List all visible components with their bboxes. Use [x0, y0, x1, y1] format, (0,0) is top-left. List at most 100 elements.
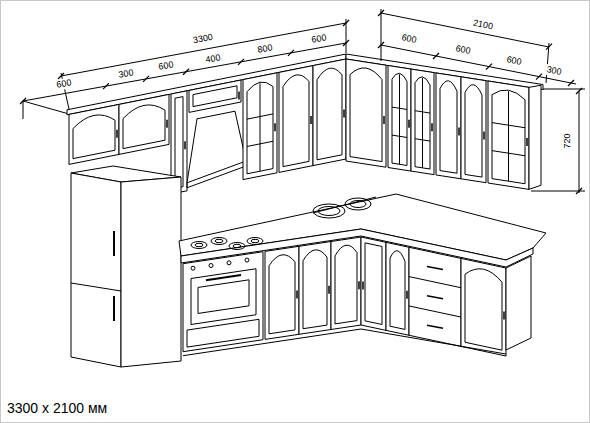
cabinet-door: [119, 94, 169, 154]
cabinet-door: [265, 246, 299, 339]
door-handle: [328, 286, 330, 294]
door-handle: [503, 312, 505, 320]
dimension-label: 600: [453, 43, 474, 57]
cabinet-door: [299, 242, 331, 335]
cabinet-door: [411, 69, 434, 175]
dimension-label: 2100: [470, 17, 496, 32]
drawer-handle: [427, 325, 443, 328]
range-hood: [187, 166, 246, 188]
cabinet-side: [529, 85, 541, 189]
door-panel: [390, 251, 405, 330]
burner: [251, 239, 259, 242]
glass-bar: [260, 83, 261, 171]
door-panel: [193, 86, 237, 107]
glass-panel: [392, 73, 407, 165]
door-handle: [184, 141, 186, 149]
dimension-tick: [576, 88, 582, 94]
door-handle: [274, 123, 276, 131]
door-handle: [238, 91, 240, 99]
cabinet-door: [189, 80, 241, 112]
control-knob: [209, 264, 213, 268]
dimension-tick: [433, 53, 439, 59]
drawer-split: [409, 306, 461, 317]
dimension-label: 720: [562, 131, 573, 150]
cabinet-door: [279, 66, 313, 173]
glass-panel: [247, 82, 273, 174]
dimension-line: [579, 91, 580, 193]
door-handle: [310, 116, 312, 124]
control-knob: [227, 261, 231, 265]
door-handle: [483, 131, 485, 139]
fridge-side: [121, 177, 181, 367]
drawer-split: [409, 277, 461, 288]
door-handle: [383, 116, 385, 124]
door-handle: [358, 281, 360, 289]
cabinet-door: [69, 104, 119, 164]
oven-handle: [206, 275, 241, 280]
door-handle: [458, 128, 460, 136]
oven-unit: [183, 252, 263, 352]
burner: [195, 243, 203, 246]
glass-panel: [492, 90, 525, 184]
extension-line: [23, 101, 24, 119]
dimension-label: 800: [255, 42, 276, 56]
dimension-tick: [288, 50, 294, 56]
door-panel: [440, 81, 457, 173]
door-handle: [408, 120, 410, 128]
dimension-tick: [238, 59, 244, 65]
door-handle: [296, 291, 298, 299]
dimension-line: [381, 13, 549, 47]
sink-rim: [313, 197, 376, 213]
dimension-line: [61, 23, 346, 76]
door-panel: [465, 85, 482, 177]
door-panel: [123, 105, 165, 149]
extension-line: [381, 9, 382, 61]
door-handle: [431, 123, 433, 131]
door-handle: [362, 281, 364, 289]
cabinet-door: [409, 247, 461, 346]
door-panel: [350, 68, 382, 162]
cabinet-door: [388, 66, 411, 172]
cabinet-door: [346, 59, 386, 167]
control-knob: [191, 266, 195, 270]
dimension-tick: [486, 64, 492, 70]
dimension-tick: [536, 74, 542, 80]
cabinet-door: [461, 258, 506, 356]
dimension-label: 400: [203, 52, 224, 66]
burner: [229, 243, 245, 250]
burner: [233, 244, 241, 247]
door-handle: [526, 138, 528, 146]
door-panel: [73, 115, 115, 159]
door-handle: [406, 291, 408, 299]
dimension-label: 600: [156, 59, 177, 73]
cabinet-door: [331, 237, 361, 330]
extension-line: [531, 191, 585, 192]
oven-window: [198, 280, 249, 314]
extension-line: [346, 19, 347, 53]
door-handle: [343, 109, 345, 117]
fridge-split: [71, 283, 121, 291]
drawer-handle: [427, 267, 443, 270]
dimension-tick: [143, 76, 149, 82]
cabinet-door: [243, 73, 277, 180]
range-hood: [187, 183, 188, 188]
cabinet-door: [361, 237, 386, 330]
caption: 3300 x 2100 мм: [7, 400, 107, 416]
burner: [215, 239, 223, 242]
door-panel: [335, 245, 357, 324]
dimension-line: [23, 43, 346, 101]
plinth: [183, 329, 361, 356]
control-knob: [245, 258, 249, 262]
range-hood: [187, 111, 246, 183]
dimension-label: 600: [399, 32, 420, 46]
dimension-tick: [568, 80, 574, 86]
cabinet-door: [461, 77, 486, 183]
oven-drawer: [187, 319, 259, 347]
cabinet-door: [386, 242, 409, 335]
dimension-label: 300: [116, 67, 137, 81]
glass-panel: [415, 77, 430, 169]
dimension-tick: [103, 83, 109, 89]
cabinet-door: [488, 81, 529, 189]
